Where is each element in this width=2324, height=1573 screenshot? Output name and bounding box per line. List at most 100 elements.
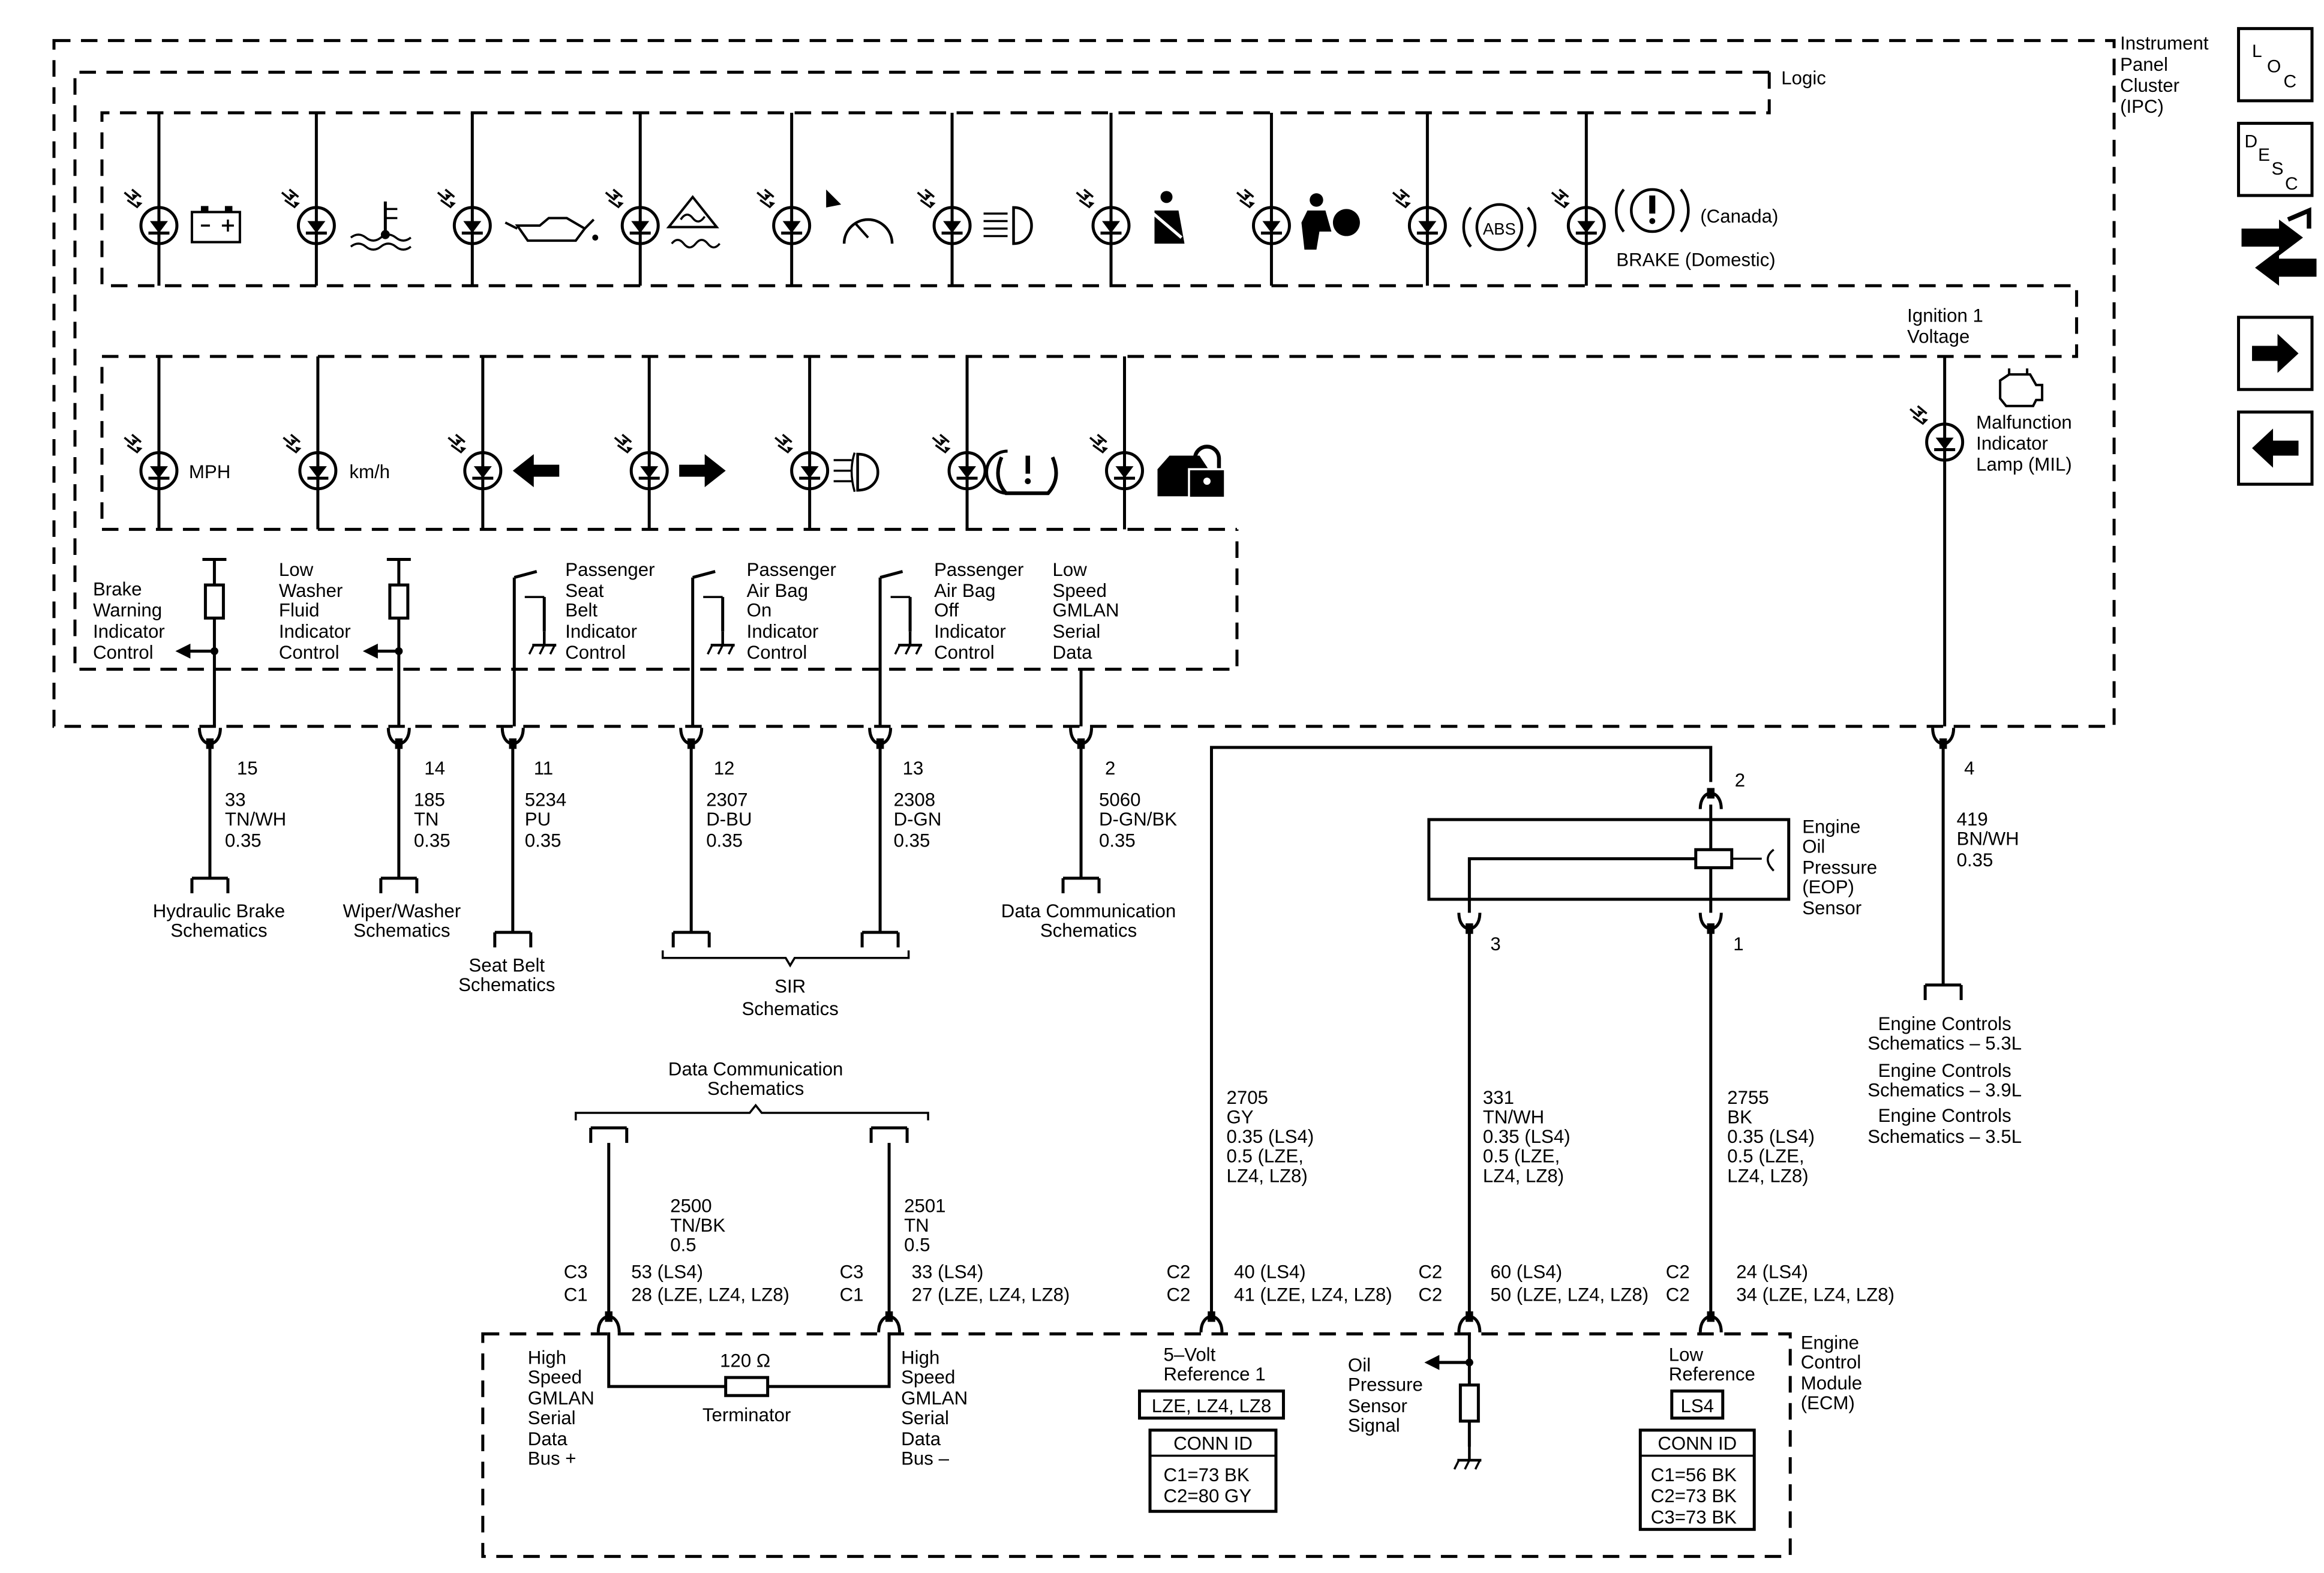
- svg-text:L: L: [2252, 41, 2262, 61]
- connector-view-button[interactable]: [2241, 207, 2317, 286]
- svg-text:D-GN/BK: D-GN/BK: [1099, 809, 1177, 830]
- svg-text:High: High: [528, 1347, 566, 1368]
- svg-text:Pressure: Pressure: [1348, 1374, 1423, 1395]
- brake-warning-control: Brake Warning Indicator Control: [93, 557, 227, 727]
- svg-text:Malfunction: Malfunction: [1976, 412, 2072, 433]
- svg-text:SIR: SIR: [774, 975, 806, 996]
- passenger-seat-belt-control: Passenger Seat Belt Indicator Control: [512, 559, 655, 727]
- svg-text:50 (LZE, LZ4, LZ8): 50 (LZE, LZ4, LZ8): [1490, 1284, 1649, 1305]
- svg-text:Indicator: Indicator: [1976, 433, 2048, 454]
- low-speed-gmlan: Low Speed GMLAN Serial Data: [1053, 559, 1119, 727]
- traction-control-icon: [666, 195, 721, 249]
- engine-icon: [1999, 368, 2044, 407]
- brake-domestic-label: BRAKE (Domestic): [1616, 250, 1775, 271]
- indicator-lamp-row-2: MPH km/h: [124, 356, 1226, 530]
- svg-text:(ECM): (ECM): [1801, 1392, 1855, 1413]
- svg-text:Module: Module: [1801, 1373, 1862, 1394]
- svg-text:0.5: 0.5: [670, 1235, 696, 1256]
- previous-page-button[interactable]: [2237, 410, 2314, 486]
- svg-text:5–Volt: 5–Volt: [1163, 1344, 1215, 1365]
- svg-text:Air Bag: Air Bag: [747, 580, 808, 601]
- svg-text:27 (LZE, LZ4, LZ8): 27 (LZE, LZ4, LZ8): [912, 1284, 1070, 1305]
- svg-text:2308: 2308: [894, 789, 935, 810]
- svg-text:Sensor: Sensor: [1348, 1395, 1407, 1416]
- svg-text:41 (LZE, LZ4, LZ8): 41 (LZE, LZ4, LZ8): [1234, 1284, 1392, 1305]
- svg-text:TN/WH: TN/WH: [225, 809, 286, 830]
- hs-gmlan-plus: High Speed GMLAN Serial Data Bus +: [528, 1347, 594, 1469]
- ecm-pin-60: C2 C2 60 (LS4) 50 (LZE, LZ4, LZ8): [1418, 1262, 1649, 1305]
- svg-text:12: 12: [714, 758, 735, 779]
- ipc-title: Instrument Panel Cluster (IPC): [2120, 33, 2209, 117]
- desc-button[interactable]: D E S C: [2237, 122, 2314, 197]
- svg-text:LZ4, LZ8): LZ4, LZ8): [1727, 1165, 1808, 1186]
- mph-label: MPH: [189, 461, 230, 482]
- airbag-off-control: Passenger Air Bag Off Indicator Control: [878, 559, 1023, 727]
- oil-pressure-signal: Oil Pressure Sensor Signal: [1348, 1332, 1481, 1469]
- svg-text:BN/WH: BN/WH: [1957, 828, 2019, 849]
- svg-text:On: On: [747, 600, 772, 621]
- brake-icon: [1615, 188, 1690, 233]
- svg-text:53 (LS4): 53 (LS4): [631, 1262, 703, 1283]
- svg-text:14: 14: [424, 758, 445, 779]
- svg-text:Data Communication: Data Communication: [1001, 900, 1176, 921]
- svg-text:TN: TN: [904, 1215, 929, 1236]
- datacomm-destination-2: Data Communication Schematics: [575, 1058, 929, 1320]
- svg-text:PU: PU: [525, 809, 551, 830]
- svg-text:Hydraulic Brake: Hydraulic Brake: [153, 900, 285, 921]
- svg-text:Off: Off: [934, 600, 959, 621]
- sir-destination: SIR Schematics: [661, 950, 910, 1019]
- ipc-pin-14: 14 185 TN 0.35 Wiper/Washer Schematics: [343, 728, 461, 941]
- ipc-pin-2: 2 5060 D-GN/BK 0.35 Data Communication S…: [1001, 728, 1177, 941]
- svg-text:CONN ID: CONN ID: [1658, 1433, 1737, 1454]
- coolant-temp-icon: [350, 201, 412, 251]
- svg-text:LS4: LS4: [1680, 1395, 1714, 1416]
- svg-text:Seat Belt: Seat Belt: [469, 954, 545, 975]
- svg-text:(IPC): (IPC): [2120, 96, 2164, 117]
- ipc-pin-15: 15 33 TN/WH 0.35 Hydraulic Brake Schemat…: [153, 728, 286, 941]
- svg-text:Speed: Speed: [1053, 580, 1107, 601]
- svg-text:40 (LS4): 40 (LS4): [1234, 1262, 1306, 1283]
- mil-lamp: Malfunction Indicator Lamp (MIL): [1910, 356, 2072, 727]
- svg-text:C3: C3: [840, 1262, 864, 1283]
- eop-pin-3: 3: [1490, 933, 1500, 954]
- svg-text:Belt: Belt: [565, 600, 597, 621]
- svg-text:28 (LZE, LZ4, LZ8): 28 (LZE, LZ4, LZ8): [631, 1284, 789, 1305]
- svg-text:0.35 (LS4): 0.35 (LS4): [1727, 1126, 1815, 1147]
- svg-text:Schematics: Schematics: [1040, 920, 1137, 941]
- svg-text:Low: Low: [1053, 559, 1088, 580]
- svg-text:C1=56 BK: C1=56 BK: [1651, 1464, 1737, 1485]
- loc-button[interactable]: L O C: [2237, 27, 2314, 103]
- svg-text:C3=73 BK: C3=73 BK: [1651, 1506, 1737, 1527]
- svg-text:Schematics: Schematics: [741, 998, 838, 1019]
- battery-icon: [190, 206, 241, 244]
- tire-pressure-icon: [985, 449, 1058, 496]
- svg-text:Reference 1: Reference 1: [1163, 1364, 1265, 1385]
- ecm-pin-40: C2 C2 40 (LS4) 41 (LZE, LZ4, LZ8): [1166, 1262, 1392, 1305]
- svg-text:Schematics – 3.9L: Schematics – 3.9L: [1867, 1079, 2022, 1100]
- eop-pin-1: 1: [1733, 933, 1743, 954]
- svg-text:Panel: Panel: [2120, 54, 2168, 75]
- svg-text:2755: 2755: [1727, 1087, 1768, 1108]
- logic-label: Logic: [1781, 67, 1826, 88]
- canada-label: (Canada): [1700, 206, 1778, 227]
- svg-text:Speed: Speed: [901, 1367, 955, 1388]
- svg-text:LZ4, LZ8): LZ4, LZ8): [1483, 1165, 1564, 1186]
- svg-text:ABS: ABS: [1483, 220, 1516, 238]
- next-page-button[interactable]: [2237, 316, 2314, 391]
- svg-text:Data: Data: [1053, 642, 1093, 663]
- svg-text:Serial: Serial: [901, 1407, 949, 1428]
- svg-text:Schematics: Schematics: [707, 1078, 804, 1099]
- svg-text:Air Bag: Air Bag: [934, 580, 995, 601]
- svg-text:0.5 (LZE,: 0.5 (LZE,: [1483, 1146, 1560, 1167]
- svg-text:BK: BK: [1727, 1106, 1752, 1127]
- svg-text:CONN ID: CONN ID: [1173, 1433, 1253, 1454]
- svg-text:Oil: Oil: [1348, 1355, 1371, 1376]
- wire-2501: 2501 TN 0.5: [904, 1195, 945, 1255]
- abs-icon: ABS: [1462, 203, 1537, 251]
- ref-5v: 5–Volt Reference 1 LZE, LZ4, LZ8: [1138, 1344, 1285, 1420]
- fog-lamp-icon: [833, 452, 879, 493]
- left-arrow-icon: [2252, 428, 2299, 468]
- svg-text:2307: 2307: [706, 789, 747, 810]
- svg-text:Schematics: Schematics: [458, 974, 555, 995]
- svg-text:C2=80 GY: C2=80 GY: [1163, 1485, 1251, 1506]
